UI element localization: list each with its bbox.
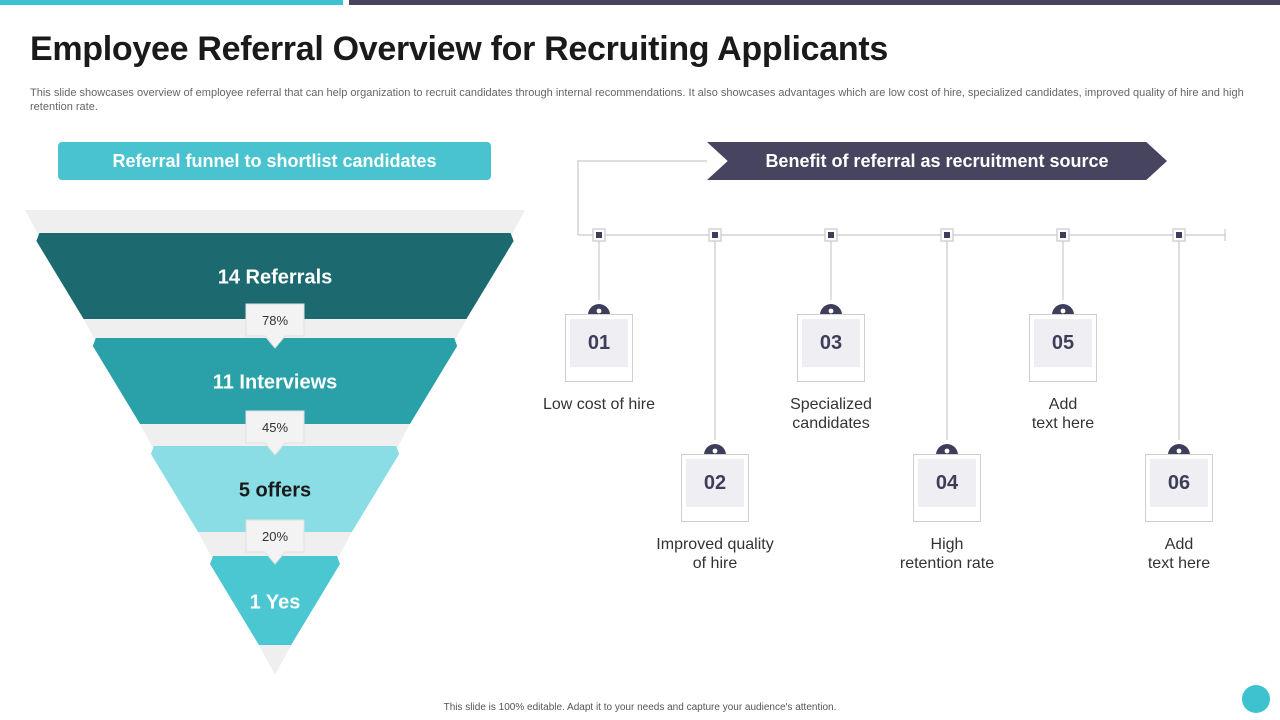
benefit-description: Add text here	[1147, 536, 1211, 572]
funnel-tier-label: 1 Yes	[249, 591, 301, 613]
benefit-number: 06	[1150, 459, 1208, 507]
funnel-tier-2	[92, 338, 458, 424]
benefit-number: 05	[1034, 319, 1092, 367]
top-accent-bar-teal	[0, 0, 343, 5]
funnel-tier-label: 11 Interviews	[212, 371, 338, 394]
benefit-header: Benefit of referral as recruitment sourc…	[707, 142, 1167, 180]
conversion-rate-label: 20%	[261, 528, 289, 544]
benefit-card: 01	[565, 314, 633, 382]
benefit-hanger-hole	[1176, 448, 1182, 454]
benefit-number: 01	[570, 319, 628, 367]
funnel-tier-4	[210, 556, 340, 645]
benefit-card: 04	[913, 454, 981, 522]
benefit-description: Specialized candidates	[790, 396, 872, 432]
conversion-rate-label: 78%	[261, 312, 289, 328]
conversion-badge-shape	[245, 303, 305, 349]
benefit-description: Add text here	[1031, 396, 1095, 432]
benefit-description: Improved quality of hire	[656, 536, 774, 572]
benefit-hanger-hole	[596, 308, 602, 314]
funnel-tier-1	[36, 233, 514, 319]
top-accent-bar-navy	[349, 0, 1280, 5]
benefit-card: 03	[797, 314, 865, 382]
conversion-badge-shape	[245, 519, 305, 565]
timeline-node-dot	[1176, 232, 1182, 238]
benefit-card: 06	[1145, 454, 1213, 522]
page-subtitle: This slide showcases overview of employe…	[30, 87, 1244, 113]
conversion-rate-label: 45%	[261, 419, 289, 435]
benefit-hanger-hole	[828, 308, 834, 314]
referral-funnel	[25, 210, 525, 675]
benefit-number: 03	[802, 319, 860, 367]
benefit-description: High retention rate	[899, 536, 995, 572]
benefit-card: 05	[1029, 314, 1097, 382]
footer-note: This slide is 100% editable. Adapt it to…	[443, 702, 837, 713]
benefit-card: 02	[681, 454, 749, 522]
benefit-number: 04	[918, 459, 976, 507]
page-title: Employee Referral Overview for Recruitin…	[30, 30, 888, 68]
timeline-node-dot	[828, 232, 834, 238]
benefit-description: Low cost of hire	[542, 396, 656, 413]
timeline-node-dot	[1060, 232, 1066, 238]
timeline-connector	[577, 160, 707, 235]
funnel-tier-3	[150, 446, 400, 532]
funnel-header: Referral funnel to shortlist candidates	[58, 142, 491, 180]
conversion-badge-shape	[245, 410, 305, 456]
timeline-node-dot	[596, 232, 602, 238]
benefit-number: 02	[686, 459, 744, 507]
corner-accent-dot	[1242, 685, 1270, 713]
timeline-node-dot	[712, 232, 718, 238]
benefit-hanger-hole	[944, 448, 950, 454]
benefit-hanger-hole	[1060, 308, 1066, 314]
benefit-hanger-hole	[712, 448, 718, 454]
timeline-node-dot	[944, 232, 950, 238]
funnel-tier-label: 5 offers	[238, 479, 312, 502]
funnel-tier-label: 14 Referrals	[217, 266, 333, 289]
